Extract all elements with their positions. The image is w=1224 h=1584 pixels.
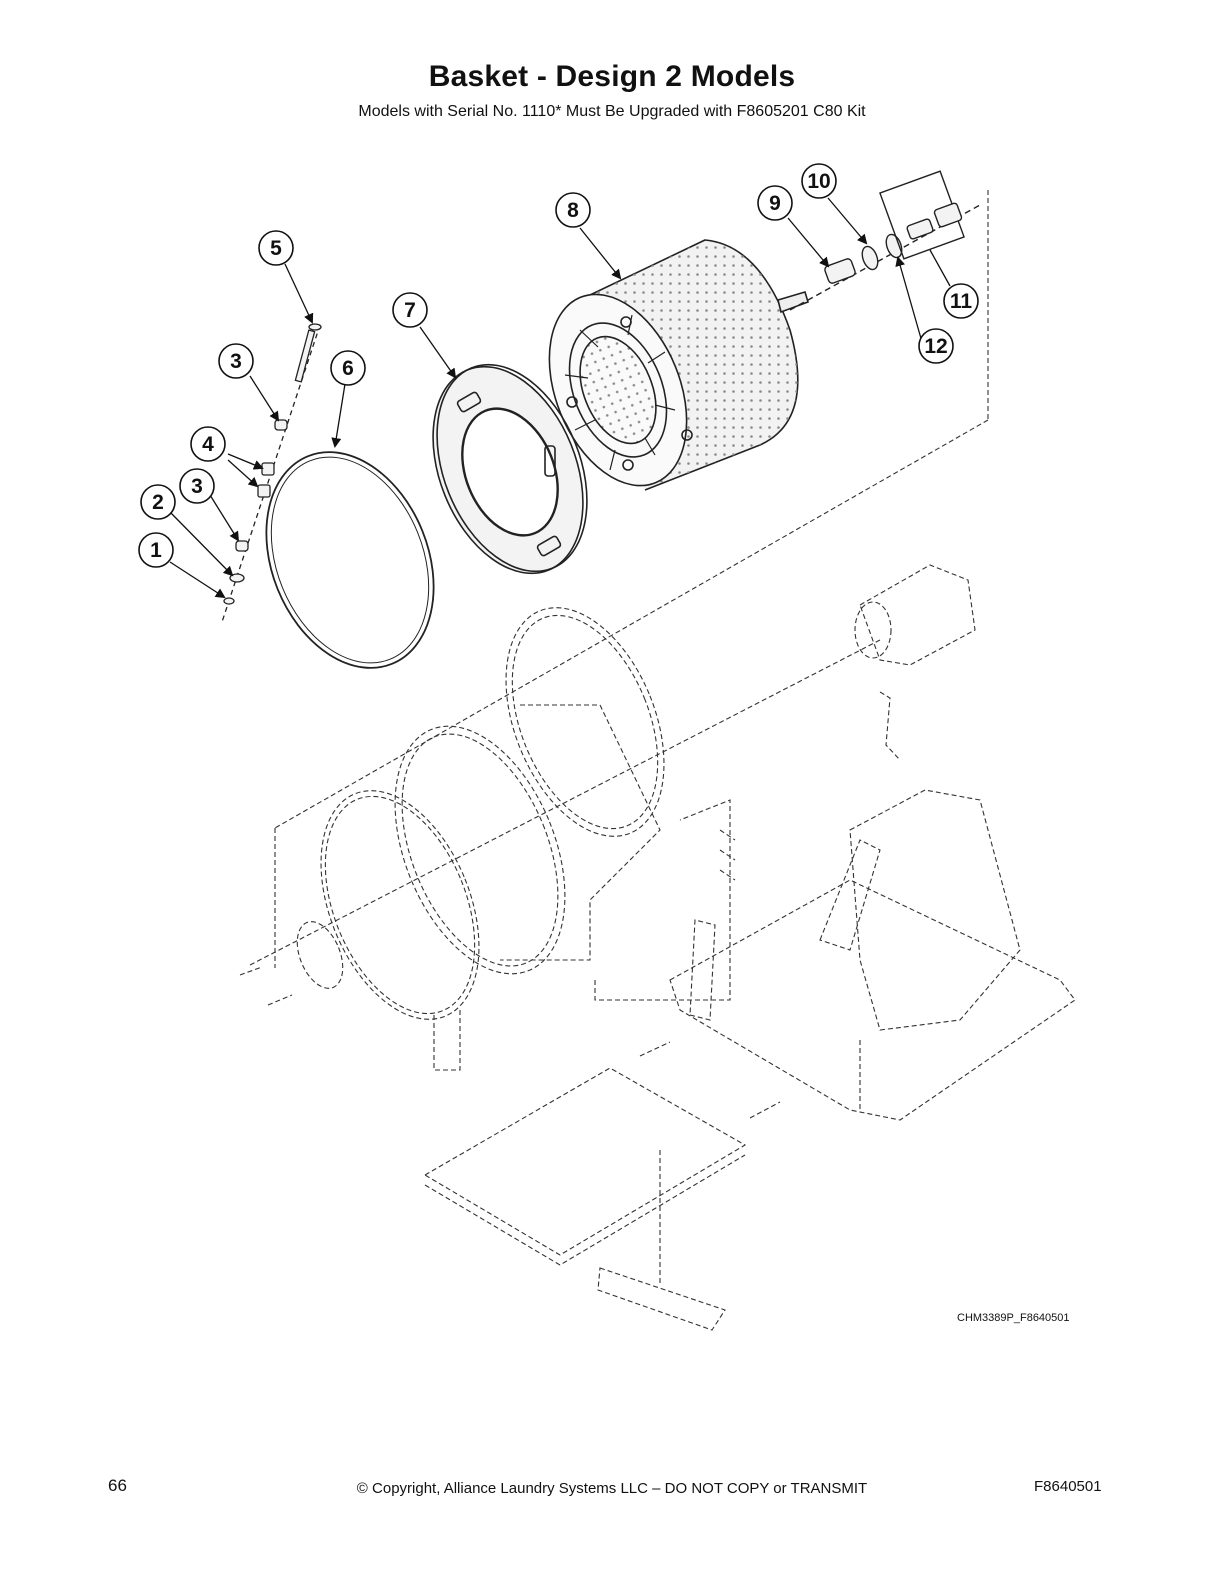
page-number: 66 <box>108 1476 127 1495</box>
callout-c3b: 3 <box>179 468 215 504</box>
callout-label: 12 <box>924 335 947 358</box>
callout-c4: 4 <box>190 426 226 462</box>
callout-c7: 7 <box>392 292 428 328</box>
callout-label: 2 <box>152 491 164 514</box>
bearing-parts <box>789 170 981 311</box>
callout-circle <box>258 230 294 266</box>
callout-circle <box>179 468 215 504</box>
callout-c10: 10 <box>801 163 837 199</box>
callout-c2: 2 <box>140 484 176 520</box>
page-title: Basket - Design 2 Models <box>428 60 796 93</box>
callout-c6: 6 <box>330 350 366 386</box>
callout-circle <box>943 283 979 319</box>
callout-circle <box>218 343 254 379</box>
callout-c1: 1 <box>138 532 174 568</box>
ring-clamp-part <box>265 451 435 669</box>
callout-label: 11 <box>950 290 973 313</box>
callout-circle <box>801 163 837 199</box>
callout-label: 1 <box>150 539 162 562</box>
page-subtitle: Models with Serial No. 1110* Must Be Upg… <box>358 103 866 120</box>
callout-label: 3 <box>191 475 203 498</box>
document-number: F8640501 <box>1034 1478 1102 1495</box>
callout-c12: 12 <box>918 328 954 364</box>
callout-label: 7 <box>404 299 416 322</box>
hardware-parts <box>221 323 322 623</box>
reference-assembly-dashed <box>239 190 1076 1331</box>
callout-circle <box>918 328 954 364</box>
front-panel-part <box>432 363 588 575</box>
callout-circle <box>140 484 176 520</box>
callout-c11: 11 <box>943 283 979 319</box>
callout-label: 6 <box>342 357 354 380</box>
copyright-notice: © Copyright, Alliance Laundry Systems LL… <box>356 1480 868 1497</box>
callout-circle <box>138 532 174 568</box>
callout-leaders <box>167 197 951 599</box>
basket-part <box>548 239 809 491</box>
callout-label: 8 <box>567 199 579 222</box>
callout-c8: 8 <box>555 192 591 228</box>
callout-label: 4 <box>202 433 214 456</box>
callout-label: 5 <box>270 237 282 260</box>
callout-circle <box>190 426 226 462</box>
figure-id: CHM3389P_F8640501 <box>957 1312 1070 1324</box>
callout-circle <box>757 185 793 221</box>
callout-c3a: 3 <box>218 343 254 379</box>
callout-circle <box>392 292 428 328</box>
callout-circle <box>330 350 366 386</box>
callout-label: 3 <box>230 350 242 373</box>
callout-label: 9 <box>769 192 781 215</box>
callout-c5: 5 <box>258 230 294 266</box>
callout-circle <box>555 192 591 228</box>
callout-label: 10 <box>807 170 830 193</box>
callout-c9: 9 <box>757 185 793 221</box>
